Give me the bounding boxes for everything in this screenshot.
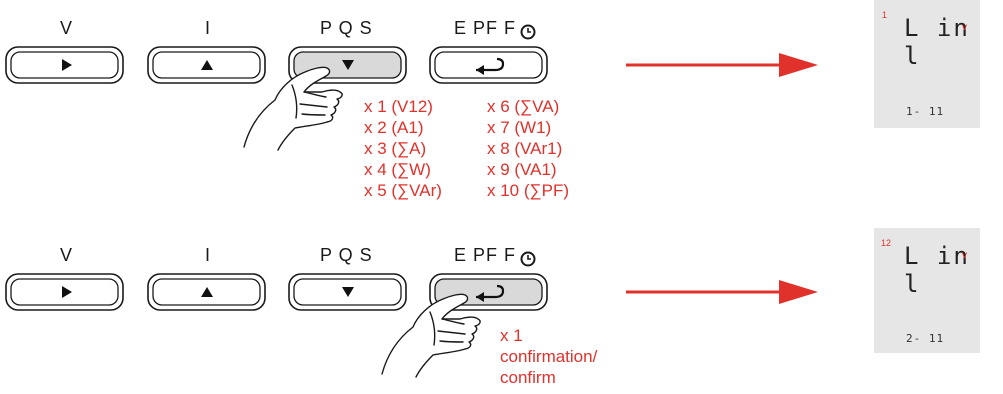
label-epff: E PF F [454, 245, 517, 265]
label-pqs: P Q S [320, 18, 373, 38]
display-unit: v [962, 250, 967, 261]
step-item: x 4 (∑W) [364, 160, 431, 179]
step-list-col1: x 1 (V12) x 2 (A1) x 3 (∑A) x 4 (∑W) x 5… [364, 96, 442, 201]
step-item: x 10 (∑PF) [487, 181, 570, 200]
step-item: x 1 [500, 326, 523, 345]
step-item: x 6 (∑VA) [487, 97, 560, 116]
label-v: V [60, 18, 74, 38]
right-arrow-icon [626, 53, 818, 77]
up-triangle-icon [201, 60, 213, 70]
lcd-display: 1 L in l v 1- 11 [874, 0, 980, 128]
play-triangle-icon [62, 59, 72, 71]
right-arrow-icon [626, 280, 818, 304]
pqs-button[interactable] [288, 273, 407, 311]
enter-return-icon [476, 57, 505, 75]
play-triangle-icon [62, 286, 72, 298]
step-item: confirmation/ [500, 347, 598, 366]
i-button[interactable] [147, 46, 266, 84]
step-list-col2: x 6 (∑VA) x 7 (W1) x 8 (VAr1) x 9 (VA1) … [487, 96, 569, 201]
lcd-display: 12 L in l v 2- 11 [874, 228, 980, 353]
step-item: x 9 (VA1) [487, 160, 557, 179]
epff-button[interactable] [429, 46, 548, 84]
label-v: V [60, 245, 74, 265]
display-main-text: L in l [904, 14, 970, 70]
step-list-confirm: x 1 confirmation/ confirm [500, 325, 597, 388]
display-bottom-text: 1- 11 [906, 105, 945, 118]
label-i: I [205, 245, 212, 265]
down-triangle-icon [342, 287, 354, 297]
down-triangle-icon [342, 60, 354, 70]
step-item: confirm [500, 368, 556, 387]
step-item: x 3 (∑A) [364, 139, 427, 158]
v-button[interactable] [5, 273, 124, 311]
display-index: 1 [882, 10, 888, 20]
label-pqs: P Q S [320, 245, 373, 265]
i-button[interactable] [147, 273, 266, 311]
hand-press-icon [381, 293, 481, 378]
v-button[interactable] [5, 46, 124, 84]
clock-icon [520, 251, 536, 267]
step-item: x 2 (A1) [364, 118, 424, 137]
label-epff: E PF F [454, 18, 517, 38]
hand-press-icon [243, 66, 343, 151]
step-item: x 5 (∑VAr) [364, 181, 442, 200]
label-i: I [205, 18, 212, 38]
enter-return-icon [476, 284, 505, 302]
display-unit: v [962, 22, 967, 33]
clock-icon [520, 24, 536, 40]
display-main-text: L in l [904, 242, 970, 298]
display-bottom-text: 2- 11 [906, 332, 945, 345]
step-item: x 7 (W1) [487, 118, 552, 137]
up-triangle-icon [201, 287, 213, 297]
display-index: 12 [881, 238, 892, 248]
step-item: x 1 (V12) [364, 97, 433, 116]
step-item: x 8 (VAr1) [487, 139, 563, 158]
